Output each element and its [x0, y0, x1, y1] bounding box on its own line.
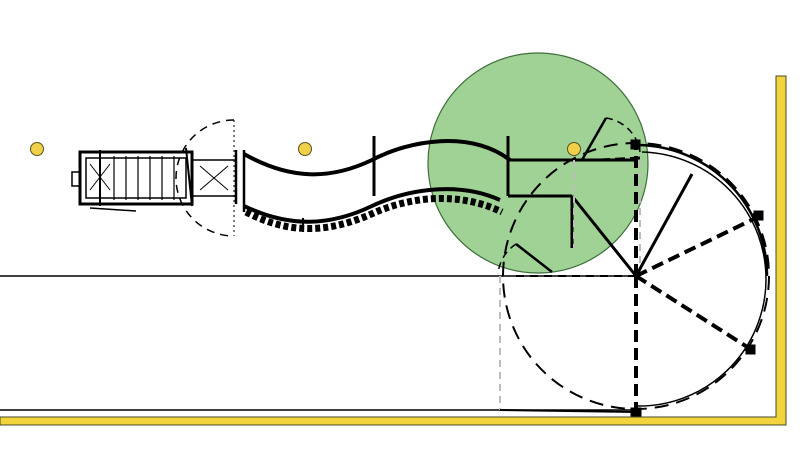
marker-3 [567, 142, 581, 156]
coverage-zone-circle [427, 52, 649, 274]
revolving-rotunda [499, 139, 770, 417]
door-swing-left [175, 119, 235, 237]
curved-track [242, 136, 512, 232]
marker-1 [30, 142, 44, 156]
yellow-wall [0, 75, 787, 426]
ghost-lines [499, 160, 641, 410]
cart-icon [71, 147, 238, 212]
marker-2 [298, 142, 312, 156]
